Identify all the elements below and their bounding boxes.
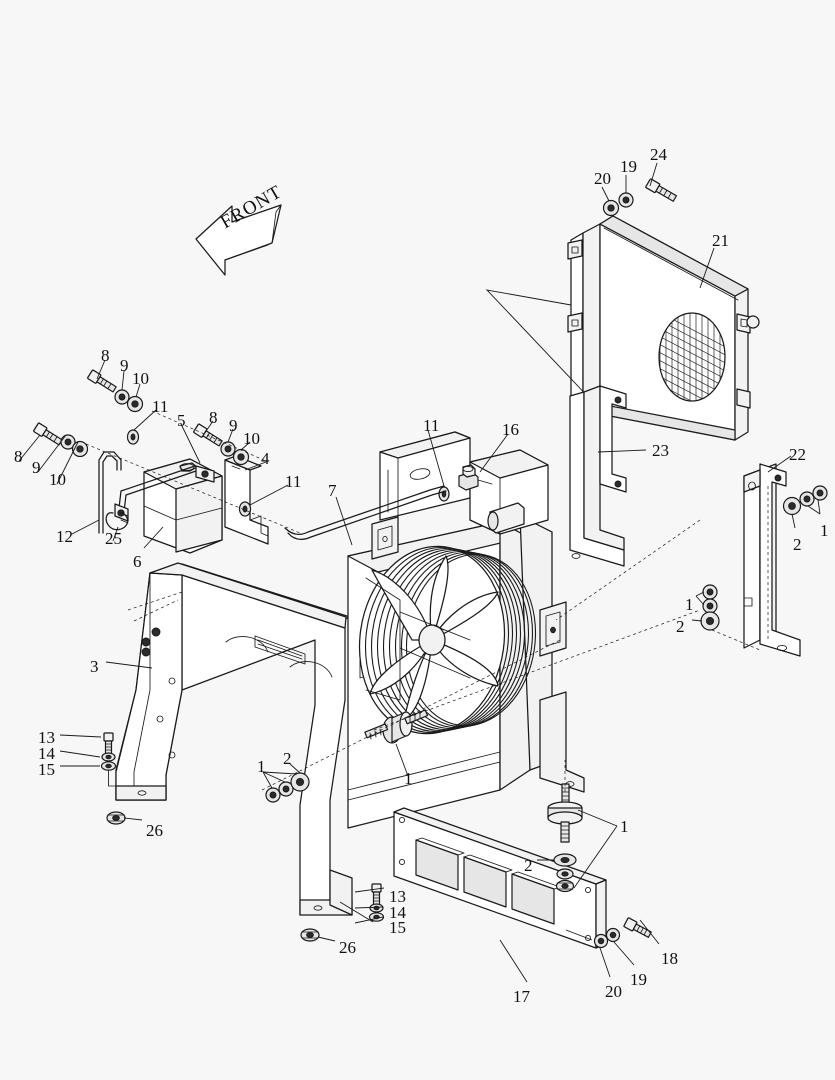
callout-2a: 2: [793, 535, 802, 554]
callout-1c: 1: [257, 757, 266, 776]
callout-22: 22: [789, 445, 806, 464]
callout-20b: 20: [605, 982, 622, 1001]
callout-3: 3: [90, 657, 99, 676]
callout-26a: 26: [146, 821, 163, 840]
callout-26b: 26: [339, 938, 356, 957]
callout-1d: 1: [404, 769, 413, 788]
leader-lines-panel: [499, 760, 660, 983]
callout-4: 4: [261, 449, 270, 468]
callout-8c: 8: [14, 447, 23, 466]
leader-23: [597, 449, 647, 453]
callout-11a: 11: [152, 397, 169, 416]
callout-13a: 13: [38, 728, 55, 747]
callout-14b: 14: [389, 903, 406, 922]
callout-8a: 8: [101, 346, 110, 365]
tank-fasteners-left: [33, 422, 89, 458]
callout-20a: 20: [594, 169, 611, 188]
panel-mount-stack: [547, 783, 583, 893]
callout-1b: 1: [685, 595, 694, 614]
callout-25: 25: [105, 529, 122, 548]
leader-lines-right: [555, 455, 821, 651]
callout-11c: 11: [423, 416, 440, 435]
callout-8b: 8: [209, 408, 218, 427]
callout-7: 7: [328, 481, 337, 500]
callout-12: 12: [56, 527, 73, 546]
callout-2b: 2: [676, 617, 685, 636]
callout-2c: 2: [283, 749, 292, 768]
callout-5: 5: [177, 411, 186, 430]
front-arrow-icon: [195, 204, 282, 276]
bracket22-washers: [782, 485, 828, 516]
leader-lines-duct: [59, 599, 385, 942]
callout-24: 24: [650, 145, 667, 164]
callout-1a: 1: [820, 521, 829, 540]
cooling-fan: [358, 545, 537, 735]
callout-15a: 15: [38, 760, 55, 779]
leader-lines-center: [261, 429, 701, 791]
callout-6: 6: [133, 552, 142, 571]
callout-1e: 1: [620, 817, 629, 836]
leader-lines-cooler: [485, 162, 715, 421]
oil-cooler-fasteners: [602, 178, 678, 217]
callout-10c: 10: [49, 470, 66, 489]
callout-18: 18: [661, 949, 678, 968]
callout-9a: 9: [120, 356, 129, 375]
callout-23: 23: [652, 441, 669, 460]
under-guard-panel: [393, 807, 607, 949]
tank-fasteners-top: [87, 369, 144, 413]
callout-17: 17: [513, 987, 530, 1006]
duct-fasteners-left: [100, 732, 135, 825]
leader-lines-tank: [18, 359, 301, 549]
tank-fasteners-right: [193, 423, 250, 466]
callout-11b: 11: [285, 472, 302, 491]
callout-19a: 19: [620, 157, 637, 176]
callout-10b: 10: [243, 429, 260, 448]
callout-9c: 9: [32, 458, 41, 477]
callout-19b: 19: [630, 970, 647, 989]
callout-13b: 13: [389, 887, 406, 906]
panel-fasteners: [593, 917, 652, 949]
support-bracket-23: [569, 385, 627, 567]
fan-shroud-duct: [115, 562, 353, 916]
callout-14a: 14: [38, 744, 55, 763]
callout-16: 16: [502, 420, 519, 439]
callout-9b: 9: [229, 416, 238, 435]
callout-21: 21: [712, 231, 729, 250]
radiator-hose: [284, 485, 447, 540]
callout-15b: 15: [389, 918, 406, 937]
support-bracket-22: [743, 463, 801, 657]
callout-10a: 10: [132, 369, 149, 388]
reservoir-tank-assembly: [98, 429, 269, 554]
fan-mount-washers: [265, 772, 310, 803]
callout-2d: 2: [524, 856, 533, 875]
